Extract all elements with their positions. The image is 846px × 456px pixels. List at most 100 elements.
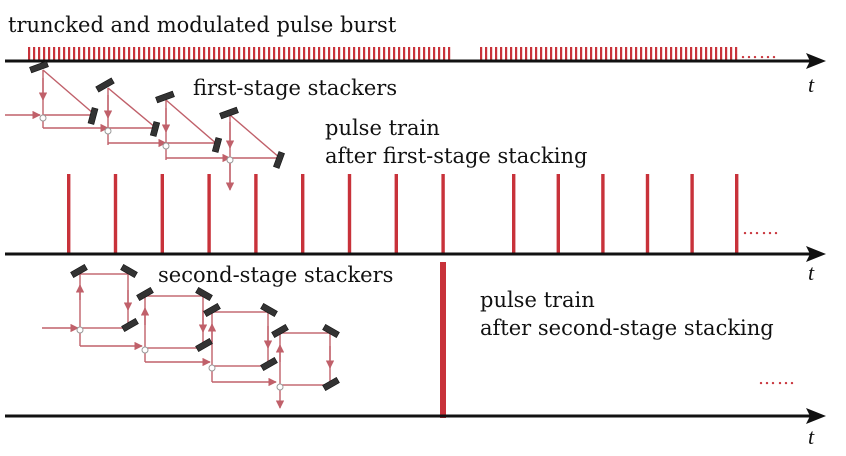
burst-pulse xyxy=(278,47,281,60)
first-stage-mirrors xyxy=(29,60,285,169)
burst-pulse xyxy=(680,47,683,60)
burst-pulse xyxy=(318,47,321,60)
burst-pulse xyxy=(545,47,548,60)
first-stage-stackers xyxy=(5,69,281,191)
burst-pulse xyxy=(650,47,653,60)
stacked-pulse xyxy=(440,262,446,418)
burst-pulse xyxy=(550,47,553,60)
burst-pulse xyxy=(590,47,593,60)
stacked-pulse-stage1 xyxy=(690,174,694,253)
axis-label-t-3: t xyxy=(808,424,815,449)
burst-pulse xyxy=(308,47,311,60)
burst-pulse xyxy=(133,47,136,60)
burst-pulse xyxy=(288,47,291,60)
stacked-pulse-stage1 xyxy=(347,174,352,253)
burst-pulse xyxy=(208,47,211,60)
burst-pulse xyxy=(283,47,286,60)
burst-pulse xyxy=(645,47,648,60)
second-stage-mirrors xyxy=(70,263,340,392)
train2-ellipsis: …… xyxy=(758,368,796,389)
burst-pulse xyxy=(448,47,451,60)
burst-pulse xyxy=(530,47,533,60)
burst-pulse xyxy=(193,47,196,60)
burst-pulse xyxy=(675,47,678,60)
burst-pulse xyxy=(580,47,583,60)
burst-pulse xyxy=(198,47,201,60)
burst-pulse xyxy=(333,47,336,60)
burst-pulse xyxy=(570,47,573,60)
burst-pulse xyxy=(258,47,261,60)
burst-pulse xyxy=(63,47,66,60)
burst-pulse xyxy=(173,47,176,60)
burst-pulse xyxy=(665,47,668,60)
axis-label-t-1: t xyxy=(808,72,815,97)
burst-pulse xyxy=(505,47,508,60)
burst-pulse xyxy=(83,47,86,60)
train2-label-line1: pulse train xyxy=(480,288,595,312)
burst-pulse xyxy=(655,47,658,60)
first-stage-splitters xyxy=(39,114,234,164)
burst-pulse xyxy=(243,47,246,60)
burst-pulse xyxy=(323,47,326,60)
burst-pulse xyxy=(68,47,71,60)
stacked-pulse-stage1 xyxy=(512,174,516,253)
stacked-pulse-stage1 xyxy=(601,174,605,253)
burst-pulse xyxy=(565,47,568,60)
burst-pulse xyxy=(43,47,46,60)
burst-pulse xyxy=(438,47,441,60)
burst-pulse xyxy=(338,47,341,60)
train1-ellipsis: …… xyxy=(742,218,780,239)
stacked-pulse-stage1 xyxy=(441,174,445,253)
burst-pulse xyxy=(635,47,638,60)
burst-pulse xyxy=(480,47,483,60)
burst-pulse xyxy=(585,47,588,60)
burst-pulse xyxy=(38,47,41,60)
burst-pulse xyxy=(575,47,578,60)
first-stage-pulse-train xyxy=(67,174,739,253)
stacked-pulse-stage1 xyxy=(160,174,164,253)
burst-pulse xyxy=(348,47,351,60)
burst-pulse xyxy=(353,47,356,60)
burst-pulse xyxy=(143,47,146,60)
burst-pulse xyxy=(303,47,306,60)
second-stage-stackers xyxy=(42,273,335,409)
burst-pulse xyxy=(73,47,76,60)
burst-pulse xyxy=(268,47,271,60)
burst-pulse xyxy=(78,47,81,60)
burst-pulse xyxy=(560,47,563,60)
burst-pulse xyxy=(123,47,126,60)
burst-pulse xyxy=(610,47,613,60)
burst-pulse xyxy=(393,47,396,60)
burst-pulse xyxy=(383,47,386,60)
time-axis-2 xyxy=(5,246,826,262)
stacked-pulse-stage1 xyxy=(113,174,118,253)
burst-pulse xyxy=(88,47,91,60)
burst-pulse xyxy=(730,47,733,60)
burst-pulse xyxy=(158,47,161,60)
burst-pulse xyxy=(640,47,643,60)
first-stage-label: first-stage stackers xyxy=(193,76,397,100)
burst-pulse xyxy=(555,47,558,60)
burst-pulse xyxy=(363,47,366,60)
burst-pulse xyxy=(700,47,703,60)
burst-pulse xyxy=(48,47,51,60)
burst-pulse xyxy=(228,47,231,60)
burst-pulse xyxy=(735,47,738,60)
burst-pulse xyxy=(113,47,116,60)
burst-pulse xyxy=(53,47,56,60)
burst-pulse xyxy=(168,47,171,60)
burst-pulse xyxy=(495,47,498,60)
burst-pulse xyxy=(630,47,633,60)
burst-pulse xyxy=(103,47,106,60)
burst-pulse xyxy=(510,47,513,60)
burst-pulse xyxy=(213,47,216,60)
burst-pulse xyxy=(223,47,226,60)
burst-pulse xyxy=(273,47,276,60)
axis-label-t-2: t xyxy=(808,260,815,285)
train1-label-line2: after first-stage stacking xyxy=(325,144,587,168)
burst-pulse xyxy=(403,47,406,60)
burst-pulse xyxy=(595,47,598,60)
burst-pulse xyxy=(378,47,381,60)
burst-pulse xyxy=(433,47,436,60)
burst-pulse xyxy=(293,47,296,60)
